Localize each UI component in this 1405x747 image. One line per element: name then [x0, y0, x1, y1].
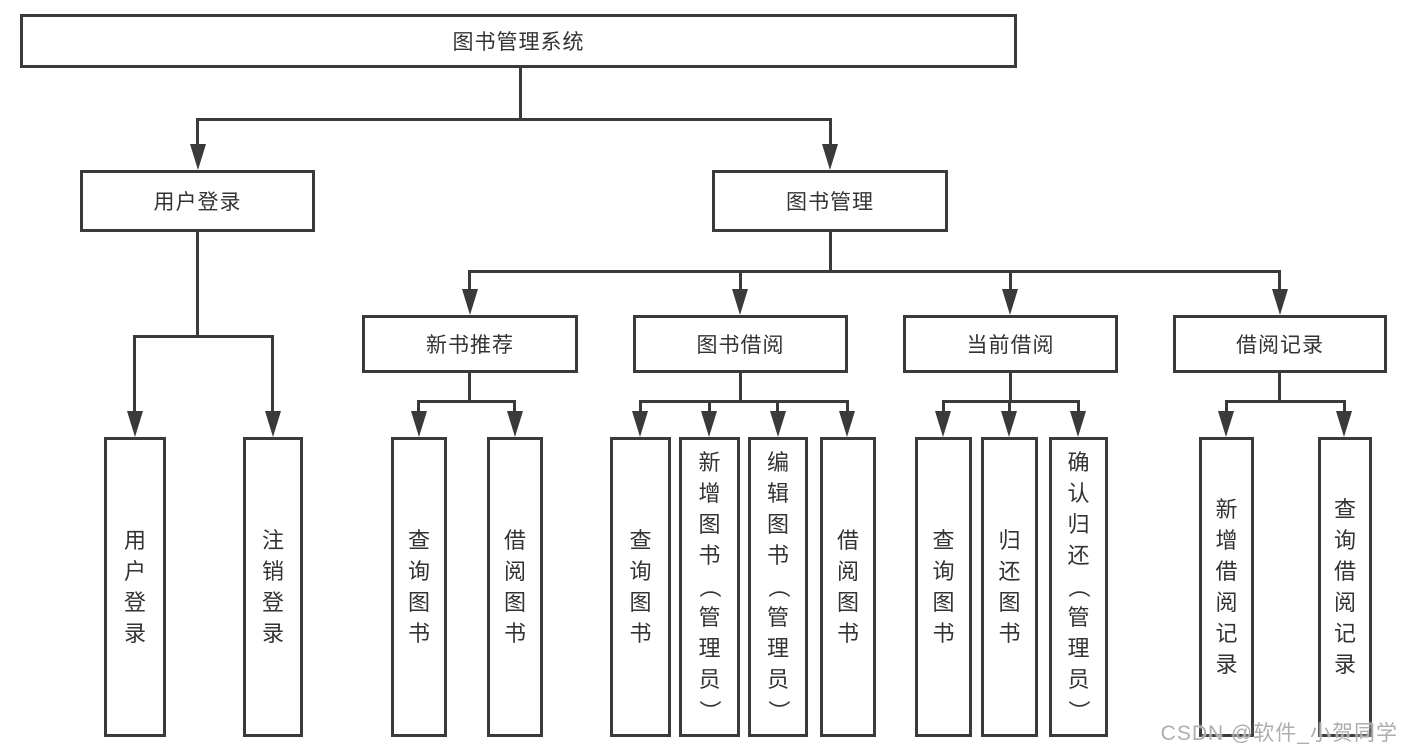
edge-user-login-arm-1 [133, 335, 136, 413]
edge-root-arm-book-mgmt [829, 118, 832, 146]
edge-book-borrow-arm-4 [846, 400, 849, 413]
leaf-borrow-book-under-book-borrow: 借阅图书 [820, 437, 876, 737]
edge-current-borrow-arm-2 [1008, 400, 1011, 413]
arrowhead-to-user-login [190, 144, 206, 170]
arrowhead-to-leaf-return-book [1001, 411, 1017, 437]
node-label: 新增图书（管理员） [697, 450, 723, 723]
edge-user-login-arm-2 [271, 335, 274, 413]
edge-borrow-record-stem [1278, 373, 1281, 400]
node-label: 当前借阅 [966, 334, 1055, 357]
node-label: 图书管理系统 [452, 31, 585, 54]
node-label: 查询借阅记录 [1333, 496, 1356, 677]
node-label: 用户登录 [123, 527, 146, 646]
arrowhead-to-borrow-record [1272, 289, 1288, 315]
edge-root-stem [519, 68, 522, 118]
node-label: 查询图书 [932, 527, 955, 646]
leaf-add-book-admin: 新增图书（管理员） [679, 437, 740, 737]
node-borrowing-records: 借阅记录 [1173, 315, 1387, 373]
arrowhead-to-leaf-user-login [127, 411, 143, 437]
edge-arm-new-book-rec [468, 270, 471, 291]
edge-user-login-bar [133, 335, 274, 338]
node-label: 注销登录 [261, 527, 284, 646]
edge-new-book-rec-bar [417, 400, 516, 403]
edge-root-bar [196, 118, 832, 121]
edge-current-borrow-bar [942, 400, 1080, 403]
node-label: 新书推荐 [426, 334, 514, 357]
arrowhead-to-leaf-add-book [701, 411, 717, 437]
arrowhead-to-current-borrow [1002, 289, 1018, 315]
arrowhead-to-book-mgmt [822, 144, 838, 170]
leaf-query-book-under-book-borrow: 查询图书 [610, 437, 671, 737]
node-label: 用户登录 [153, 191, 242, 214]
arrowhead-to-new-book-rec [462, 289, 478, 315]
edge-user-login-stem [196, 232, 199, 335]
node-label: 确认归还（管理员） [1066, 450, 1092, 723]
edge-current-borrow-arm-1 [942, 400, 945, 413]
node-user-login: 用户登录 [80, 170, 315, 232]
edge-new-book-rec-arm-1 [417, 400, 420, 413]
arrowhead-to-leaf-add-record [1218, 411, 1234, 437]
node-label: 归还图书 [998, 527, 1021, 646]
edge-root-arm-user-login [196, 118, 199, 146]
node-label: 借阅图书 [503, 527, 526, 646]
leaf-edit-book-admin: 编辑图书（管理员） [748, 437, 808, 737]
node-book-management: 图书管理 [712, 170, 948, 232]
arrowhead-to-leaf-borrow-book-1 [507, 411, 523, 437]
leaf-borrow-book-under-new-book-rec: 借阅图书 [487, 437, 543, 737]
arrowhead-to-leaf-query-book-2 [632, 411, 648, 437]
arrowhead-to-leaf-edit-book [770, 411, 786, 437]
leaf-return-book: 归还图书 [981, 437, 1038, 737]
edge-book-borrow-arm-1 [639, 400, 642, 413]
edge-current-borrow-arm-3 [1077, 400, 1080, 413]
edge-arm-current-borrow [1009, 270, 1012, 291]
edge-current-borrow-stem [1009, 373, 1012, 400]
node-book-borrowing: 图书借阅 [633, 315, 848, 373]
node-label: 查询图书 [629, 527, 652, 646]
arrowhead-to-leaf-query-book-3 [935, 411, 951, 437]
edge-borrow-record-arm-2 [1343, 400, 1346, 413]
edge-book-mgmt-stem [829, 232, 832, 270]
edge-new-book-rec-arm-2 [513, 400, 516, 413]
edge-borrow-record-arm-1 [1225, 400, 1228, 413]
edge-arm-book-borrow [739, 270, 742, 291]
node-label: 新增借阅记录 [1215, 496, 1238, 677]
node-label: 借阅记录 [1236, 334, 1324, 357]
edge-book-mgmt-bar [468, 270, 1281, 273]
edge-book-borrow-arm-2 [708, 400, 711, 413]
node-current-borrowing: 当前借阅 [903, 315, 1118, 373]
edge-arm-borrow-record [1278, 270, 1281, 291]
leaf-query-book-under-current-borrow: 查询图书 [915, 437, 972, 737]
edge-book-borrow-arm-3 [776, 400, 779, 413]
node-label: 图书管理 [786, 191, 874, 214]
node-new-book-recommend: 新书推荐 [362, 315, 578, 373]
leaf-query-book-under-new-book-rec: 查询图书 [391, 437, 447, 737]
leaf-add-borrow-record: 新增借阅记录 [1199, 437, 1254, 737]
leaf-logout: 注销登录 [243, 437, 303, 737]
leaf-user-login: 用户登录 [104, 437, 166, 737]
edge-book-borrow-bar [639, 400, 849, 403]
leaf-query-borrow-record: 查询借阅记录 [1318, 437, 1372, 737]
arrowhead-to-leaf-query-book-1 [411, 411, 427, 437]
arrowhead-to-leaf-logout [265, 411, 281, 437]
node-label: 查询图书 [407, 527, 430, 646]
node-label: 编辑图书（管理员） [765, 450, 791, 723]
node-label: 借阅图书 [836, 527, 859, 646]
edge-book-borrow-stem [739, 373, 742, 400]
leaf-confirm-return-admin: 确认归还（管理员） [1049, 437, 1108, 737]
arrowhead-to-book-borrow [732, 289, 748, 315]
edge-borrow-record-bar [1225, 400, 1346, 403]
arrowhead-to-leaf-borrow-book-2 [839, 411, 855, 437]
arrowhead-to-leaf-query-record [1336, 411, 1352, 437]
edge-new-book-rec-stem [468, 373, 471, 400]
node-library-management-system: 图书管理系统 [20, 14, 1017, 68]
node-label: 图书借阅 [696, 334, 785, 357]
arrowhead-to-leaf-confirm-return [1070, 411, 1086, 437]
csdn-watermark: CSDN @软件_小贺同学 [1160, 722, 1398, 745]
